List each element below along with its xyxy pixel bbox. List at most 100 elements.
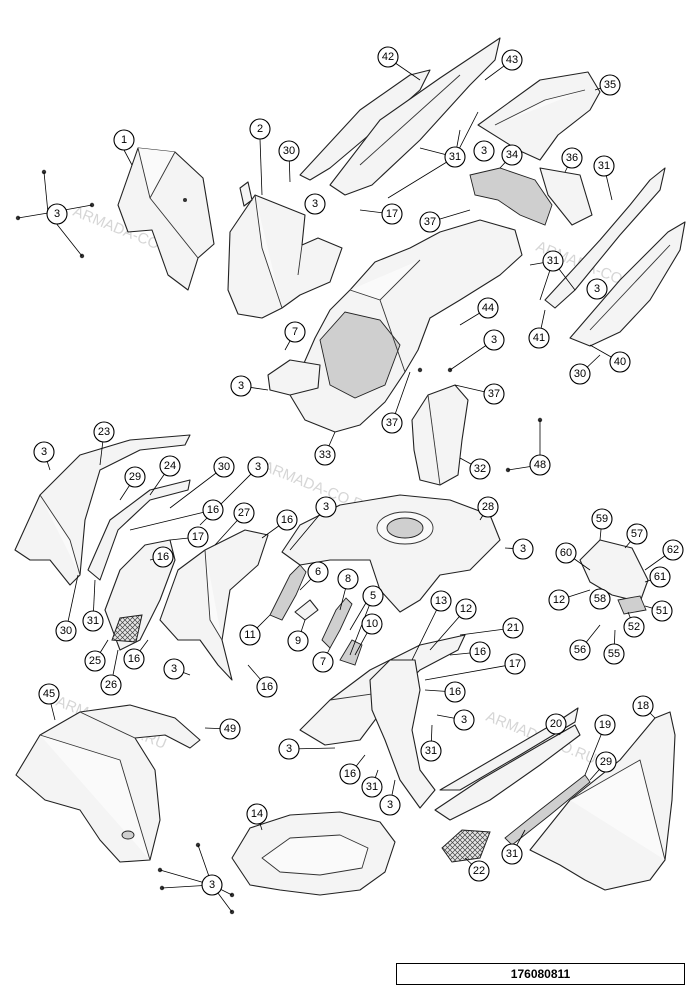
svg-text:30: 30 xyxy=(60,625,72,637)
svg-text:35: 35 xyxy=(604,79,616,91)
callout-18: 18 xyxy=(632,695,654,717)
svg-text:31: 31 xyxy=(449,151,461,163)
svg-text:5: 5 xyxy=(370,590,376,602)
callout-7: 7 xyxy=(312,651,334,673)
callout-23: 23 xyxy=(93,421,115,443)
callout-26: 26 xyxy=(100,674,122,696)
svg-text:37: 37 xyxy=(488,388,500,400)
callout-21: 21 xyxy=(502,617,524,639)
svg-text:42: 42 xyxy=(382,51,394,63)
part-26-grille xyxy=(111,614,143,643)
part-34-bracket xyxy=(469,167,553,226)
callout-24: 24 xyxy=(159,455,181,477)
callout-3: 3 xyxy=(473,140,495,162)
svg-text:20: 20 xyxy=(550,718,562,730)
callout-12: 12 xyxy=(455,598,477,620)
reference-number-box: 176080811 xyxy=(396,963,685,985)
svg-text:30: 30 xyxy=(218,461,230,473)
callout-32: 32 xyxy=(469,458,491,480)
callout-31: 31 xyxy=(542,250,564,272)
callout-56: 56 xyxy=(569,639,591,661)
svg-text:18: 18 xyxy=(637,700,649,712)
callout-3: 3 xyxy=(379,794,401,816)
callout-28: 28 xyxy=(477,496,499,518)
svg-text:61: 61 xyxy=(654,571,666,583)
svg-text:26: 26 xyxy=(105,679,117,691)
callout-36: 36 xyxy=(561,147,583,169)
svg-text:16: 16 xyxy=(449,686,461,698)
part-36-lens xyxy=(539,167,593,226)
callout-19: 19 xyxy=(594,714,616,736)
callout-31: 31 xyxy=(501,843,523,865)
callout-16: 16 xyxy=(469,641,491,663)
svg-text:3: 3 xyxy=(520,543,526,555)
svg-text:3: 3 xyxy=(491,334,497,346)
callout-10: 10 xyxy=(361,613,383,635)
part-33-underseat-tray xyxy=(267,219,523,433)
callout-3: 3 xyxy=(230,375,252,397)
callout-17: 17 xyxy=(381,203,403,225)
callout-41: 41 xyxy=(528,327,550,349)
callouts: 1 2 3 30 3 42 43 35 31 3 34 36 31 17 37 … xyxy=(33,46,684,896)
callout-48: 48 xyxy=(529,454,551,476)
callout-30: 30 xyxy=(278,140,300,162)
svg-text:36: 36 xyxy=(566,152,578,164)
svg-text:23: 23 xyxy=(98,426,110,438)
svg-text:33: 33 xyxy=(319,449,331,461)
svg-text:16: 16 xyxy=(157,551,169,563)
callout-55: 55 xyxy=(603,643,625,665)
svg-text:37: 37 xyxy=(424,216,436,228)
callout-3: 3 xyxy=(586,278,608,300)
svg-text:31: 31 xyxy=(598,160,610,172)
callout-33: 33 xyxy=(314,444,336,466)
svg-text:2: 2 xyxy=(257,123,263,135)
svg-text:11: 11 xyxy=(244,629,255,641)
callout-40: 40 xyxy=(609,351,631,373)
callout-30: 30 xyxy=(213,456,235,478)
svg-text:16: 16 xyxy=(344,768,356,780)
callout-27: 27 xyxy=(233,502,255,524)
svg-text:49: 49 xyxy=(224,723,236,735)
part-43-side-panel xyxy=(329,37,501,196)
callout-29: 29 xyxy=(595,751,617,773)
callout-31: 31 xyxy=(361,776,383,798)
part-59-62-bracket xyxy=(579,539,649,615)
callout-30: 30 xyxy=(55,620,77,642)
callout-9: 9 xyxy=(287,630,309,652)
part-35-tail-cover xyxy=(477,71,601,161)
svg-text:12: 12 xyxy=(553,594,565,606)
svg-text:3: 3 xyxy=(171,663,177,675)
svg-text:57: 57 xyxy=(631,528,643,540)
part-40-tail-panel xyxy=(569,221,686,347)
callout-57: 57 xyxy=(626,523,648,545)
svg-text:17: 17 xyxy=(509,658,521,670)
callout-31: 31 xyxy=(593,155,615,177)
callout-30: 30 xyxy=(569,363,591,385)
callout-43: 43 xyxy=(501,49,523,71)
callout-11: 11 xyxy=(239,624,261,646)
callout-12: 12 xyxy=(548,589,570,611)
part-22-grille xyxy=(441,829,491,863)
svg-text:32: 32 xyxy=(474,463,486,475)
callout-14: 14 xyxy=(246,803,268,825)
callout-45: 45 xyxy=(38,683,60,705)
svg-text:48: 48 xyxy=(534,459,546,471)
callout-16: 16 xyxy=(339,763,361,785)
svg-text:43: 43 xyxy=(506,54,518,66)
svg-text:3: 3 xyxy=(286,743,292,755)
callout-16: 16 xyxy=(444,681,466,703)
callout-13: 13 xyxy=(430,590,452,612)
svg-text:3: 3 xyxy=(461,714,467,726)
svg-text:17: 17 xyxy=(386,208,398,220)
callout-37: 37 xyxy=(419,211,441,233)
callout-25: 25 xyxy=(84,650,106,672)
part-28-tank-cover xyxy=(281,494,501,613)
svg-text:12: 12 xyxy=(460,603,472,615)
svg-text:28: 28 xyxy=(482,501,494,513)
svg-text:34: 34 xyxy=(506,149,518,161)
callout-16: 16 xyxy=(152,546,174,568)
callout-60: 60 xyxy=(555,542,577,564)
callout-6: 6 xyxy=(307,561,329,583)
callout-8: 8 xyxy=(337,568,359,590)
